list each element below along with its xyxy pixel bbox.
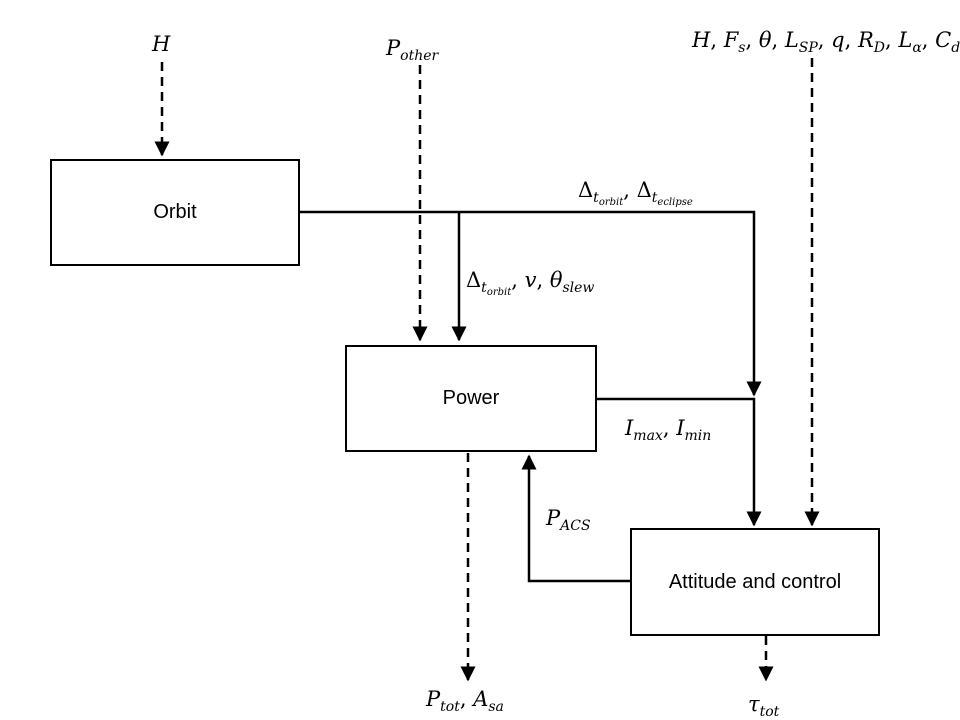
label-orbit-input-term: H (152, 32, 170, 56)
label-attitude-inputs-base: C (935, 28, 952, 52)
label-orbit-to-attitude-term: Δteclipse (636, 178, 693, 208)
label-attitude-inputs-base: H (692, 28, 711, 52)
label-attitude-inputs-term: RD (857, 28, 885, 56)
label-orbit-to-power-subscript2: orbit (486, 287, 512, 298)
label-attitude-inputs-term: q (831, 28, 844, 52)
label-orbit-to-attitude-subscript2: orbit (598, 197, 624, 208)
label-orbit-to-power-subscript: torbit (481, 280, 512, 298)
label-orbit-to-power-base: v (524, 268, 537, 292)
arrow-power-to-attitude (596, 397, 762, 527)
label-orbit-to-power-term: Δtorbit (466, 268, 511, 298)
label-attitude-inputs-comma: , (844, 28, 858, 52)
label-power-output-base: P (426, 687, 441, 711)
label-attitude-inputs-comma: , (921, 28, 936, 52)
label-attitude-output-term: τtot (748, 692, 779, 720)
label-power-to-attitude-base: I (625, 416, 634, 440)
label-attitude-output-base: τ (748, 692, 760, 716)
power-block[interactable]: Power (345, 345, 597, 452)
label-attitude-inputs-comma: , (710, 28, 724, 52)
label-orbit-to-attitude-subscript: teclipse (651, 190, 693, 208)
label-orbit-to-power-comma: , (511, 268, 525, 292)
label-attitude-inputs-term: LSP (784, 28, 818, 56)
label-power-output-base: A (473, 687, 489, 711)
label-attitude-inputs-term: Cd (935, 28, 960, 56)
label-power-to-attitude: Imax, Imin (625, 416, 711, 444)
label-power-output-subscript: tot (440, 699, 460, 715)
label-attitude-to-power-term: PACS (546, 506, 591, 534)
label-orbit-input-base: H (152, 32, 171, 56)
label-attitude-inputs-subscript: d (951, 40, 960, 56)
label-power-input-term: Pother (386, 36, 438, 64)
label-attitude-inputs-comma: , (771, 28, 785, 52)
label-orbit-to-power-comma: , (536, 268, 550, 292)
line-orbit-bus (300, 210, 762, 397)
label-attitude-inputs-subscript: D (873, 40, 886, 56)
label-orbit-to-attitude-subscript2: eclipse (657, 197, 693, 208)
label-attitude-inputs-term: H (692, 28, 710, 52)
label-power-to-attitude-base: I (676, 416, 685, 440)
label-power-output-comma: , (459, 687, 474, 711)
label-power-output-subscript: sa (488, 699, 504, 715)
label-power-to-attitude-term: Imax (625, 416, 663, 444)
label-orbit-to-power-subscript: slew (562, 280, 595, 296)
label-power-output-term: Ptot (426, 687, 460, 715)
label-attitude-inputs-base: θ (758, 28, 772, 52)
label-attitude-inputs-subscript: SP (798, 40, 818, 56)
label-power-to-attitude-subscript: min (684, 428, 712, 444)
label-attitude-inputs-base: L (898, 28, 913, 52)
label-orbit-input: H (152, 34, 170, 55)
label-orbit-to-attitude-subscript: torbit (593, 190, 624, 208)
label-orbit-to-power: Δtorbit, v, θslew (466, 268, 595, 298)
label-attitude-inputs-comma: , (745, 28, 759, 52)
label-attitude-inputs-term: θ (759, 28, 772, 52)
arrow-attitude-to-power (521, 454, 630, 583)
label-orbit-to-power-term: θslew (549, 268, 595, 296)
attitude-block-label: Attitude and control (668, 570, 842, 593)
label-attitude-inputs-term: Fs (723, 28, 746, 56)
label-orbit-to-attitude-comma: , (623, 178, 637, 202)
label-attitude-output: τtot (748, 692, 779, 720)
label-orbit-to-attitude: Δtorbit, Δteclipse (578, 178, 693, 208)
label-power-to-attitude-comma: , (662, 416, 677, 440)
label-attitude-inputs-term: Lα (898, 28, 921, 56)
attitude-block[interactable]: Attitude and control (630, 528, 880, 636)
label-attitude-inputs-comma: , (885, 28, 899, 52)
label-orbit-to-power-term: v (525, 268, 537, 292)
label-attitude-inputs-base: F (723, 28, 739, 52)
label-attitude-output-subscript: tot (759, 704, 780, 720)
orbit-block-label: Orbit (153, 201, 197, 223)
label-attitude-inputs-subscript: α (912, 40, 922, 56)
label-orbit-to-attitude-base: Δ (578, 178, 594, 202)
label-attitude-inputs-base: L (784, 28, 799, 52)
power-block-label: Power (442, 387, 500, 409)
label-attitude-inputs: H, Fs, θ, LSP, q, RD, Lα, Cd (692, 28, 960, 56)
label-power-to-attitude-subscript: max (633, 428, 663, 444)
label-power-to-attitude-term: Imin (676, 416, 711, 444)
label-attitude-inputs-base: q (831, 28, 845, 52)
label-power-input-subscript: other (400, 48, 439, 64)
label-power-output: Ptot, Asa (426, 687, 504, 715)
label-attitude-to-power: PACS (546, 506, 591, 534)
label-attitude-to-power-base: P (546, 506, 561, 530)
label-power-output-term: Asa (473, 687, 504, 715)
label-attitude-inputs-base: R (857, 28, 874, 52)
label-orbit-to-attitude-base: Δ (636, 178, 652, 202)
label-attitude-inputs-comma: , (817, 28, 832, 52)
label-orbit-to-power-base: Δ (466, 268, 482, 292)
label-attitude-to-power-subscript: ACS (560, 518, 591, 534)
label-attitude-inputs-subscript: s (738, 40, 746, 56)
label-power-input-base: P (386, 36, 401, 60)
orbit-block[interactable]: Orbit (50, 159, 300, 266)
label-power-input: Pother (386, 36, 438, 64)
label-orbit-to-attitude-term: Δtorbit (578, 178, 623, 208)
label-orbit-to-power-base: θ (549, 268, 563, 292)
